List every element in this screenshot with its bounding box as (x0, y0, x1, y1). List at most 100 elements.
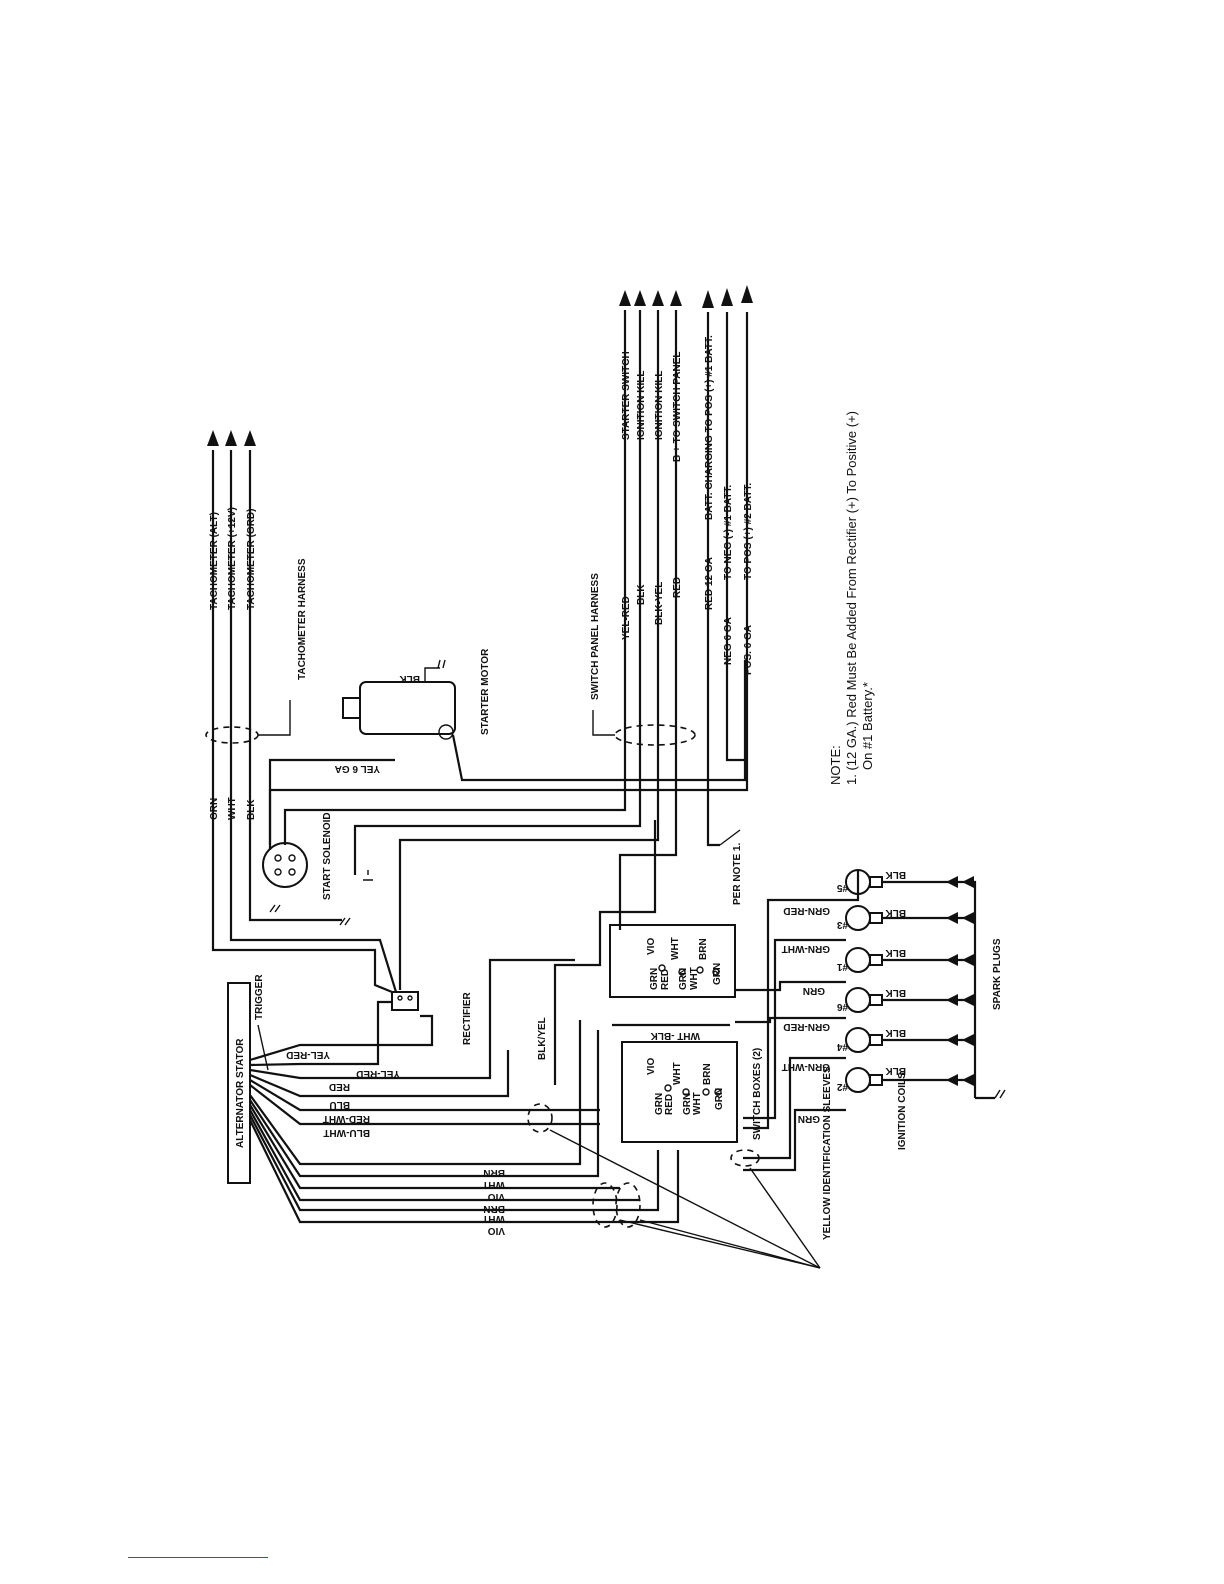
svg-text:BRN: BRN (702, 1063, 713, 1085)
rectifier-label: RECTIFIER (462, 991, 473, 1045)
svg-text:BLK: BLK (885, 987, 906, 998)
panel-wire-labels: YEL-RED BLK BLK-YEL RED (621, 577, 683, 640)
svg-text:GRN: GRN (654, 1093, 665, 1115)
stator-wire-labels: YEL-RED YEL-RED RED BLU RED-WHT BLU-WHT … (286, 1049, 505, 1236)
svg-text:#5: #5 (836, 882, 848, 893)
battery-wire-labels: RED 12 GA NEG 6 GA POS. 6 GA (704, 557, 754, 675)
svg-text:#4: #4 (836, 1041, 848, 1052)
svg-text:BLK: BLK (885, 1027, 906, 1038)
switch-box-upper (609, 924, 736, 998)
switch-box-lower (621, 1041, 738, 1143)
svg-text:YEL-RED: YEL-RED (621, 596, 632, 640)
svg-text:RED 12 GA: RED 12 GA (704, 557, 715, 610)
panel-harness-label: SWITCH PANEL HARNESS (590, 573, 601, 700)
wire-label: BRN (483, 1203, 505, 1214)
panel-harness-sleeve (614, 724, 696, 746)
battery-arrows (702, 285, 753, 308)
coil-4 (743, 1027, 883, 1160)
blk-yel-wire (553, 820, 657, 1085)
svg-text:#1: #1 (836, 961, 848, 972)
starter-motor-label: STARTER MOTOR (480, 648, 491, 735)
svg-text:TO POS (+) #2 BATT.: TO POS (+) #2 BATT. (743, 483, 754, 580)
note-block: NOTE: 1. (12 GA.) Red Must Be Added From… (828, 411, 875, 785)
svg-text:GRN: GRN (649, 968, 660, 990)
battery-wires (268, 312, 749, 850)
upper-box-terminals: VIO GRN RED WHT GRN WHT BRN GRN (646, 937, 723, 990)
svg-text:STARTER SWITCH: STARTER SWITCH (621, 351, 632, 440)
panel-arrows (619, 290, 682, 306)
svg-text:GRN: GRN (209, 798, 220, 820)
svg-text:NEG 6 GA: NEG 6 GA (723, 617, 734, 665)
ignition-coils (735, 869, 883, 1172)
svg-text:GRN: GRN (682, 1093, 693, 1115)
stator-wires (249, 958, 680, 1224)
svg-text:GRN: GRN (712, 963, 723, 985)
coil-labels: #5 GRN-RED #3 GRN-WHT #1 GRN #6 GRN-RED … (782, 882, 848, 1124)
blk-yel-label: BLK/YEL (537, 1017, 548, 1060)
svg-text:TACHOMETER (+12V): TACHOMETER (+12V) (227, 507, 238, 610)
svg-text:GRN-RED: GRN-RED (783, 1021, 830, 1032)
svg-text:GRN-WHT: GRN-WHT (782, 943, 830, 954)
svg-text:BLK: BLK (885, 907, 906, 918)
svg-text:B + TO SWITCH PANEL: B + TO SWITCH PANEL (672, 352, 683, 462)
svg-text:BRN: BRN (698, 938, 709, 960)
svg-text:WHT: WHT (689, 967, 700, 990)
svg-text:VIO: VIO (646, 938, 657, 955)
svg-text:GRN-RED: GRN-RED (783, 905, 830, 916)
wire-label: BLU (329, 1099, 350, 1110)
footer-rule (128, 1557, 268, 1558)
svg-text:IGNITION KILL: IGNITION KILL (654, 371, 665, 440)
svg-text:GRN: GRN (714, 1088, 725, 1110)
svg-text:BLK: BLK (885, 1065, 906, 1076)
coil-6 (735, 987, 883, 1024)
tach-wires (211, 450, 398, 994)
svg-text:WHT: WHT (227, 797, 238, 820)
svg-text:RED: RED (660, 969, 671, 990)
svg-text:GRN-WHT: GRN-WHT (782, 1061, 830, 1072)
note-line-2: On #1 Battery.* (860, 682, 875, 770)
svg-text:WHT: WHT (692, 1092, 703, 1115)
svg-text:WHT: WHT (670, 937, 681, 960)
svg-text:BLK: BLK (885, 869, 906, 880)
tach-arrows (207, 430, 256, 446)
yellow-sleeve (527, 1103, 553, 1133)
wire-label: YEL-RED (286, 1049, 330, 1060)
wire-label: WHT (482, 1213, 505, 1224)
yellow-sleeve (615, 1182, 641, 1228)
svg-text:GRN: GRN (678, 968, 689, 990)
wire-label: VIO (488, 1191, 505, 1202)
svg-text:VIO: VIO (646, 1058, 657, 1075)
panel-wires (283, 310, 678, 990)
wire-label: VIO (488, 1225, 505, 1236)
start-solenoid-label: START SOLENOID (322, 812, 333, 900)
tach-harness-label: TACHOMETER HARNESS (297, 558, 308, 680)
svg-text:RED: RED (664, 1094, 675, 1115)
svg-text:BLK: BLK (885, 947, 906, 958)
wire-label: RED-WHT (323, 1113, 370, 1124)
sleeve-leaders (549, 1129, 821, 1269)
yellow-sleeve (592, 1182, 618, 1228)
spark-plugs-label: SPARK PLUGS (992, 938, 1003, 1010)
ignition-coils-label: IGNITION COILS (897, 1072, 908, 1150)
trigger-leader (257, 1024, 269, 1071)
svg-text:#3: #3 (836, 919, 848, 930)
yel-6ga-label: YEL 6 GA (335, 763, 380, 774)
svg-text:TACHOMETER (GRD): TACHOMETER (GRD) (246, 509, 257, 610)
svg-text:IGNITION KILL: IGNITION KILL (636, 371, 647, 440)
tach-wire-labels: GRN WHT BLK (209, 797, 257, 820)
battery-destination-labels: BATT. CHARGING TO POS (+) #1 BATT. TO NE… (704, 335, 754, 580)
tach-destination-labels: TACHOMETER (ALT) TACHOMETER (+12V) TACHO… (209, 507, 257, 610)
svg-text:GRN: GRN (803, 985, 825, 996)
wht-blk-label: WHT -BLK (650, 1030, 700, 1041)
alternator-stator-box (227, 982, 251, 1184)
per-note-label: PER NOTE 1. (732, 843, 743, 905)
svg-text:RED: RED (672, 577, 683, 598)
note-line-1: 1. (12 GA.) Red Must Be Added From Recti… (844, 411, 859, 785)
wire-label: WHT (482, 1179, 505, 1190)
alternator-stator-label: ALTERNATOR STATOR (235, 1038, 246, 1148)
coil-ground-labels: BLK BLK BLK BLK BLK BLK (885, 869, 906, 1076)
spark-plug-arrows (946, 876, 974, 1086)
lower-box-terminals: VIO GRN RED WHT GRN WHT BRN GRN (646, 1058, 725, 1115)
svg-text:TO NEG (-) #1 BATT.: TO NEG (-) #1 BATT. (723, 485, 734, 580)
